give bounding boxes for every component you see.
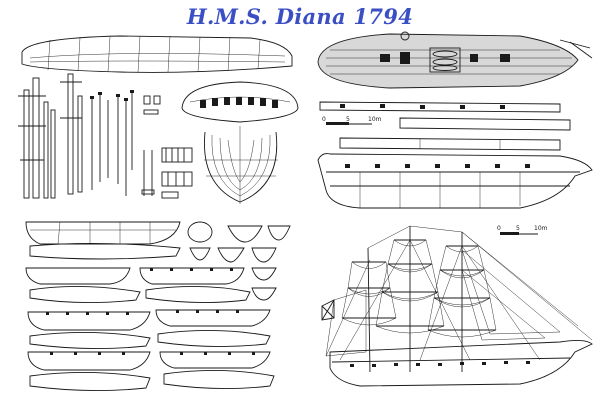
ships-boats <box>25 221 291 392</box>
deck-profiles: 0 5 10m <box>319 101 571 151</box>
sail-plan: 0 5 10m <box>321 225 593 387</box>
scale-tick-0: 0 <box>497 225 501 232</box>
page-title: H.M.S. Diana 1794 <box>186 4 414 29</box>
masts-and-spars <box>18 73 193 199</box>
scale-bar-upper: 0 5 10m <box>322 116 382 125</box>
scale-tick-0: 0 <box>322 116 326 123</box>
scale-tick-5: 5 <box>346 116 350 123</box>
inboard-profile <box>317 153 593 209</box>
upper-deck-plan <box>317 31 593 89</box>
scale-tick-5: 5 <box>516 225 520 232</box>
scale-bar-lower: 0 5 10m <box>497 225 548 235</box>
scale-tick-10m: 10m <box>368 116 382 123</box>
stern-view-and-body-plan <box>181 81 299 204</box>
hull-half-breadth-lines <box>21 35 293 73</box>
scale-tick-10m: 10m <box>534 225 548 232</box>
